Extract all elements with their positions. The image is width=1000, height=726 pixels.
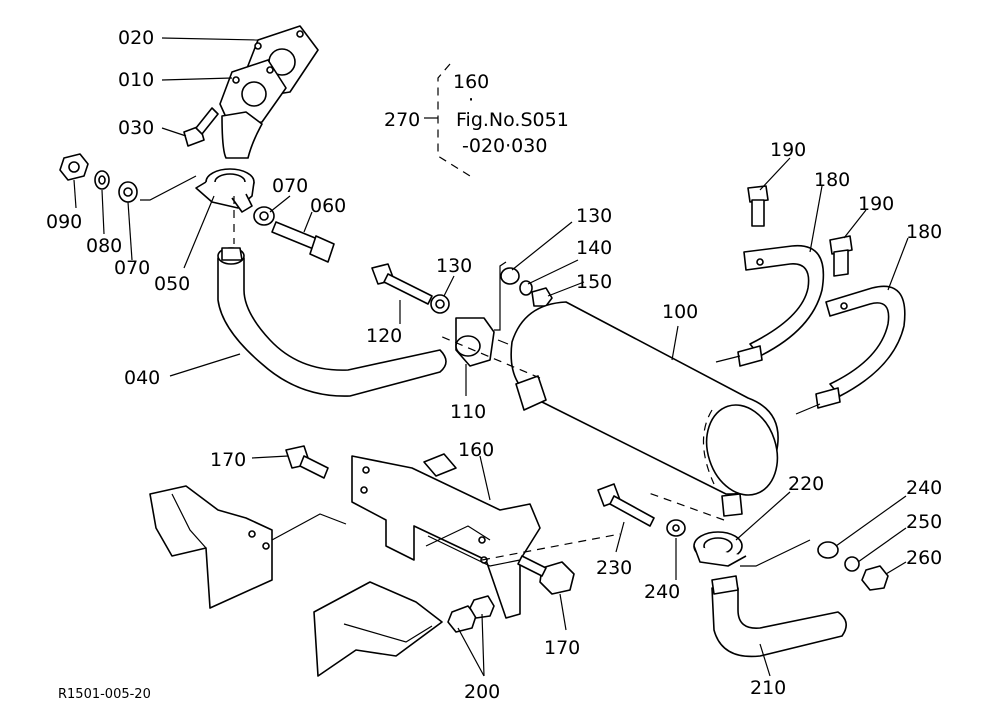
part-labels: 020 010 030 090 080 070 050 070 060 270 … (46, 27, 942, 703)
elbow-pipe (221, 111, 263, 159)
label-160: 160 (458, 439, 494, 461)
strap-180b (795, 285, 906, 415)
clamp-110 (455, 317, 495, 367)
label-130b: 130 (576, 205, 612, 227)
bolt-120 (371, 263, 433, 305)
label-170a: 170 (210, 449, 246, 471)
bolt-190b (829, 235, 853, 277)
washer-240b (817, 541, 839, 559)
label-190a: 190 (770, 139, 806, 161)
label-180b: 180 (906, 221, 942, 243)
nut-260 (861, 565, 889, 591)
bolt-170a (285, 445, 329, 479)
label-150: 150 (576, 271, 612, 293)
note-line1: 160 (453, 71, 489, 93)
pipe-040 (217, 247, 447, 397)
frame-left (149, 485, 273, 609)
label-120: 120 (366, 325, 402, 347)
washer-240a (666, 519, 686, 537)
label-200: 200 (464, 681, 500, 703)
label-230: 230 (596, 557, 632, 579)
lock-washer-080 (94, 170, 110, 190)
washer-070b (253, 206, 275, 226)
bolt-190a (747, 185, 769, 227)
label-050: 050 (154, 273, 190, 295)
lock-washer-250 (844, 556, 860, 572)
reference-code: R1501-005-20 (58, 687, 151, 702)
note-bracket: 160 · Fig.No.S051 -020·030 (424, 63, 569, 177)
bolt-030 (183, 107, 219, 147)
bracket-160 (351, 453, 541, 619)
label-030: 030 (118, 117, 154, 139)
label-250: 250 (906, 511, 942, 533)
label-210: 210 (750, 677, 786, 699)
nut-090 (59, 153, 89, 181)
label-020: 020 (118, 27, 154, 49)
label-180a: 180 (814, 169, 850, 191)
lock-washer-140 (519, 280, 533, 296)
label-080: 080 (86, 235, 122, 257)
label-090: 090 (46, 211, 82, 233)
strap-180a (715, 244, 825, 367)
label-190b: 190 (858, 193, 894, 215)
label-100: 100 (662, 301, 698, 323)
note-dot: · (468, 89, 474, 111)
bolt-060 (271, 221, 335, 263)
clamp-050 (195, 168, 255, 213)
frame-lower (313, 581, 443, 677)
label-110: 110 (450, 401, 486, 423)
pipe-210 (711, 575, 847, 658)
label-220: 220 (788, 473, 824, 495)
washer-130b (500, 267, 520, 285)
label-240b: 240 (906, 477, 942, 499)
label-240a: 240 (644, 581, 680, 603)
bolt-170b (517, 555, 575, 595)
label-170b: 170 (544, 637, 580, 659)
label-070a: 070 (114, 257, 150, 279)
nuts-200 (447, 595, 495, 633)
label-260: 260 (906, 547, 942, 569)
label-010: 010 (118, 69, 154, 91)
label-130a: 130 (436, 255, 472, 277)
label-140: 140 (576, 237, 612, 259)
leader-lines (73, 37, 909, 677)
label-040: 040 (124, 367, 160, 389)
label-060: 060 (310, 195, 346, 217)
note-line3: -020·030 (462, 135, 547, 157)
note-line2: Fig.No.S051 (456, 109, 569, 131)
washer-130a (430, 294, 450, 314)
label-270: 270 (384, 109, 420, 131)
flange-010 (219, 59, 287, 127)
clamp-220 (693, 531, 747, 567)
bolt-230 (597, 483, 655, 527)
nut-150 (531, 287, 553, 307)
washer-070a (118, 181, 138, 203)
label-070b: 070 (272, 175, 308, 197)
muffler-100 (510, 301, 779, 517)
